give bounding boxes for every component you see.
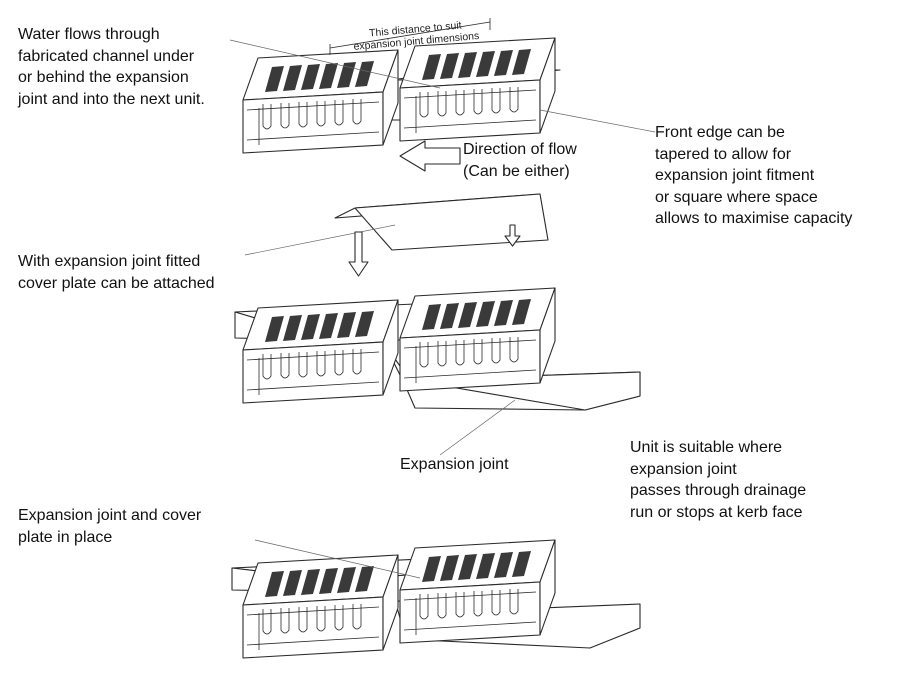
joint-in-place-note: Expansion joint and cover plate in place (18, 507, 202, 546)
right-drainage-unit-top (399, 37, 556, 142)
left-drainage-unit-middle (242, 299, 399, 404)
direction-of-flow-label: Direction of flow (Can be either) (463, 141, 577, 180)
direction-of-flow-arrow (399, 140, 461, 172)
right-drainage-unit-bottom (399, 539, 556, 644)
middle-assembly (234, 287, 641, 456)
cover-plate (244, 193, 549, 277)
left-drainage-unit-top (242, 49, 399, 154)
top-assembly (229, 18, 656, 154)
right-drainage-unit-middle (399, 287, 556, 392)
expansion-joint-label: Expansion joint (400, 456, 509, 473)
left-drainage-unit-bottom (242, 554, 399, 659)
cover-plate-note: With expansion joint fitted cover plate … (18, 253, 215, 292)
bottom-assembly (231, 539, 641, 659)
water-flow-note: Water flows through fabricated channel u… (18, 26, 205, 108)
unit-suitable-note: Unit is suitable where expansion joint p… (630, 439, 807, 521)
front-edge-note: Front edge can be tapered to allow for e… (655, 124, 853, 227)
